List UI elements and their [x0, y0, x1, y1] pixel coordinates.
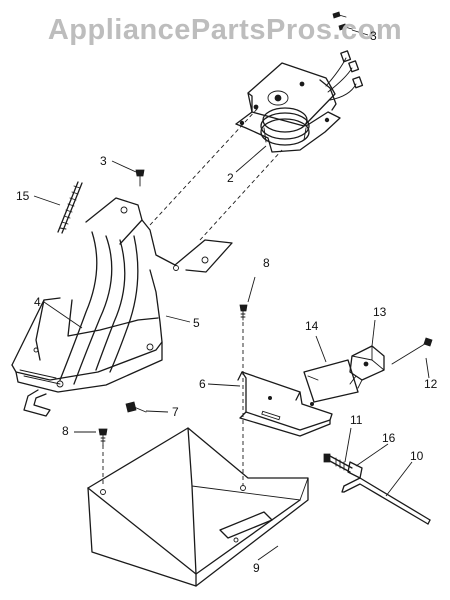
- callout-3: 3: [100, 154, 107, 168]
- mounting-plate: [237, 371, 333, 437]
- screw: [239, 304, 248, 321]
- callout-14: 14: [305, 319, 319, 333]
- alignment-line: [149, 107, 259, 226]
- watermark: AppliancePartsPros.com: [47, 14, 403, 46]
- screw: [332, 11, 353, 31]
- base-tray: [87, 427, 309, 587]
- callout-16: 16: [382, 431, 396, 445]
- callout-3-top: 3: [370, 29, 377, 43]
- label-plate: [303, 359, 359, 403]
- screw: [125, 401, 147, 413]
- callout-2: 2: [227, 171, 234, 185]
- link-rod: [341, 477, 431, 525]
- alignment-line: [199, 149, 283, 241]
- callout-15: 15: [16, 189, 30, 203]
- spring: [57, 181, 83, 234]
- callout-7: 7: [172, 405, 179, 419]
- callout-10: 10: [410, 449, 424, 463]
- callout-13: 13: [373, 305, 387, 319]
- motor-assembly: [235, 50, 364, 153]
- screw: [98, 428, 108, 447]
- screw: [391, 337, 433, 365]
- callout-6: 6: [199, 377, 206, 391]
- callout-9: 9: [253, 561, 260, 575]
- leader-lines: [33, 29, 430, 561]
- callout-12: 12: [424, 377, 438, 391]
- callout-8-mid: 8: [263, 256, 270, 270]
- screw: [135, 169, 145, 187]
- callout-5: 5: [193, 316, 200, 330]
- callout-8-left: 8: [62, 424, 69, 438]
- callout-4: 4: [34, 295, 41, 309]
- drive-bracket: [11, 197, 233, 417]
- callout-11: 11: [350, 413, 363, 427]
